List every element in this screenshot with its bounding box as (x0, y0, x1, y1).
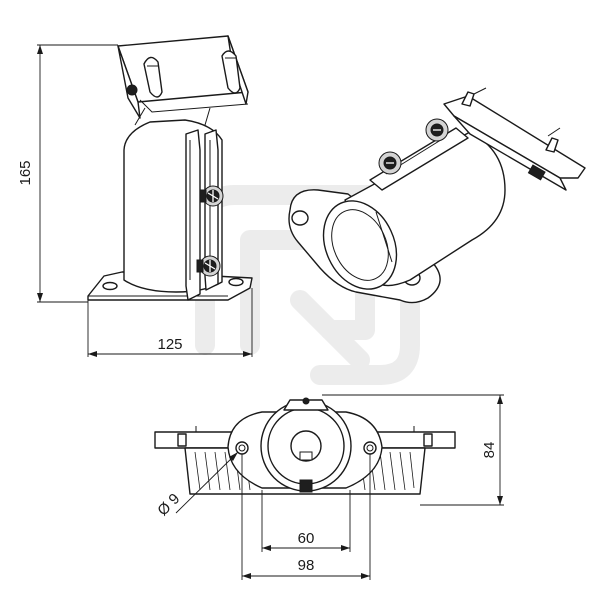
plate-slot (423, 433, 433, 447)
plate-slot (177, 433, 187, 447)
hole-spacing-label: 98 (298, 557, 315, 574)
base-hole (228, 277, 244, 287)
isometric-view (288, 87, 586, 304)
bolt-lower (196, 255, 221, 277)
front-knob (299, 479, 313, 493)
dim-hole-spacing: 98 (241, 454, 371, 580)
base-hole (102, 281, 118, 291)
bolt-upper (199, 185, 224, 207)
dim-height: 165 (17, 44, 118, 303)
side-view (87, 35, 253, 301)
inner-width-label: 60 (298, 530, 315, 547)
mount-hole-right (363, 441, 377, 455)
iso-bolt-back (425, 118, 449, 142)
base-width-label: 125 (157, 336, 182, 353)
dim-base-width: 125 (87, 288, 253, 357)
iso-knob (527, 164, 546, 181)
tube-bore (290, 430, 322, 462)
hole-diameter-label: Ø 9 (154, 490, 183, 519)
side-height-label: 84 (481, 442, 498, 459)
flange-hole (291, 210, 309, 226)
front-view (154, 397, 456, 495)
knob (126, 84, 138, 96)
dim-inner-width: 60 (261, 490, 351, 552)
dim-side-height: 84 (322, 394, 504, 506)
iso-bolt-front (378, 151, 402, 175)
height-label: 165 (17, 160, 34, 185)
